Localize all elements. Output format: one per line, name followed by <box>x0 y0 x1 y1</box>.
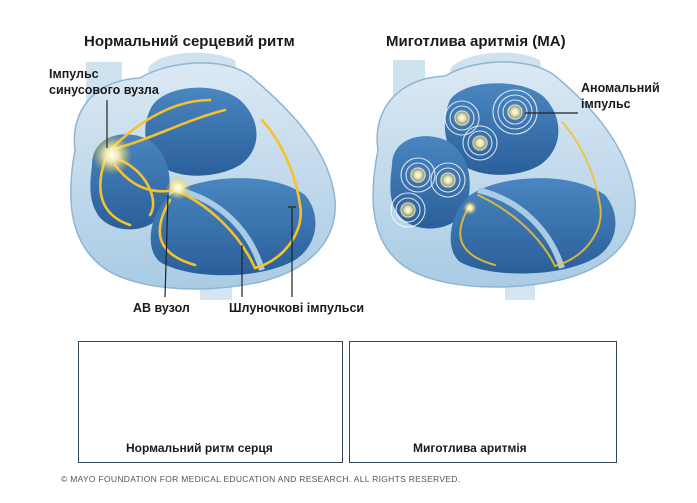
normal-ecg-caption: Нормальний ритм серця <box>126 441 273 455</box>
sinus-impulse-label-line1: Імпульс <box>49 67 99 81</box>
afib-ecg-panel <box>349 341 617 463</box>
copyright-notice: © MAYO FOUNDATION FOR MEDICAL EDUCATION … <box>61 474 461 484</box>
normal-heart <box>70 52 336 300</box>
normal-rhythm-title: Нормальний серцевий ритм <box>84 33 295 50</box>
ventricles <box>150 178 316 276</box>
abnormal-impulses <box>390 89 538 228</box>
sinus-impulse-label: Імпульс синусового вузла <box>49 66 159 98</box>
afib-ecg-caption: Миготлива аритмія <box>413 441 527 455</box>
left-atrium <box>145 87 257 176</box>
normal-ecg-panel <box>78 341 343 463</box>
afib-ventricles <box>450 178 616 274</box>
av-node-label: АВ вузол <box>133 301 190 315</box>
abnormal-impulse-label-line1: Аномальний <box>581 81 660 95</box>
av-node-glow <box>166 176 190 200</box>
abnormal-impulse-label: Аномальний імпульс <box>581 80 660 112</box>
sinus-node-glow <box>92 135 132 175</box>
normal-pointer-lines <box>106 100 296 298</box>
afib-title: Миготлива аритмія (МА) <box>386 33 566 50</box>
ventricular-impulses-label: Шлуночкові імпульси <box>229 301 365 315</box>
afib-conduction-paths <box>459 121 602 267</box>
abnormal-impulse-label-line2: імпульс <box>581 97 631 111</box>
sinus-impulse-label-line2: синусового вузла <box>49 83 159 97</box>
septum <box>177 187 265 271</box>
afib-heart <box>372 52 636 300</box>
afib-septum <box>477 187 565 269</box>
